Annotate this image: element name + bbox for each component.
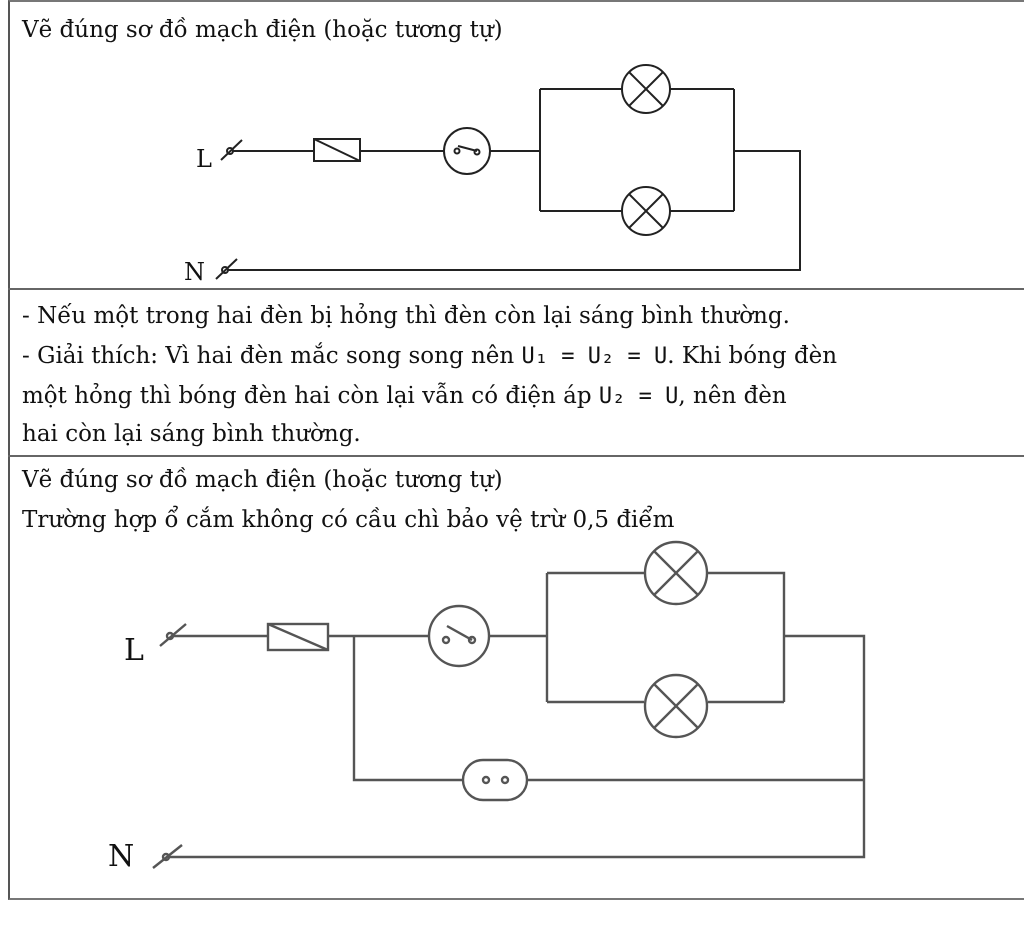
wire (540, 151, 735, 212)
lamp-1 (621, 64, 671, 114)
explanation-text: - Giải thích: Vì hai đèn mắc song song n… (22, 343, 522, 369)
table-frame (8, 0, 1024, 900)
explanation-text: , nên đèn (678, 383, 787, 409)
row-divider (8, 288, 1024, 290)
section3-heading: Vẽ đúng sơ đồ mạch điện (hoặc tương tự) (22, 467, 503, 493)
line-n-label: N (184, 258, 205, 286)
wire (168, 634, 866, 859)
section1-heading: Vẽ đúng sơ đồ mạch điện (hoặc tương tự) (22, 17, 503, 43)
explanation-line-2: - Giải thích: Vì hai đèn mắc song song n… (22, 336, 837, 377)
lamp-2 (643, 673, 709, 739)
switch (427, 604, 491, 668)
line-n-label: N (108, 839, 134, 874)
wire (540, 88, 735, 151)
explanation-text: . Khi bóng đèn (667, 343, 838, 369)
fuse (266, 622, 330, 652)
wire (352, 636, 864, 782)
power-socket (461, 758, 529, 802)
explanation-line-3: một hỏng thì bóng đèn hai còn lại vẫn có… (22, 376, 787, 417)
row-divider (8, 455, 1024, 457)
explanation-line-4: hai còn lại sáng bình thường. (22, 421, 361, 447)
explanation-text: một hỏng thì bóng đèn hai còn lại vẫn có… (22, 383, 599, 409)
section3-note: Trường hợp ổ cắm không có cầu chì bảo vệ… (22, 507, 675, 533)
lamp-1 (643, 540, 709, 606)
circuit-diagram-1: L N (184, 64, 801, 286)
wire (228, 150, 801, 271)
line-l-label: L (196, 145, 212, 173)
lamp-2 (621, 186, 671, 236)
wire (547, 571, 786, 702)
terminal-n (152, 844, 183, 869)
voltage-equation: U₁ = U₂ = U (521, 344, 668, 369)
terminal-n (215, 258, 238, 280)
voltage-equation: U₂ = U (598, 384, 679, 409)
line-l-label: L (124, 633, 144, 668)
explanation-line-1: - Nếu một trong hai đèn bị hỏng thì đèn … (22, 303, 790, 329)
